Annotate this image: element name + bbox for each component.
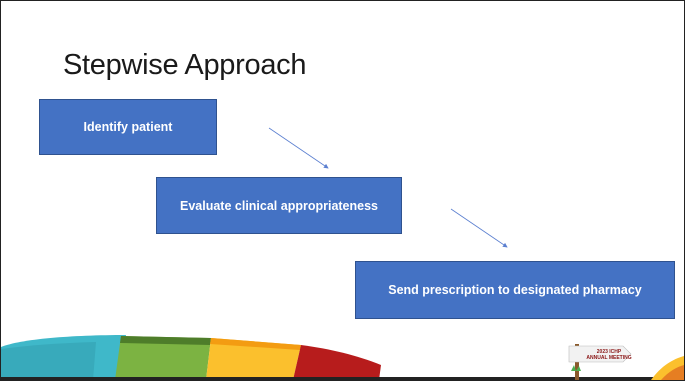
footer-band-red bbox=[293, 345, 381, 380]
logo-line-1: 2023 ICHP bbox=[596, 349, 622, 355]
annual-meeting-logo: 2023 ICHP ANNUAL MEETING bbox=[583, 349, 635, 361]
step-box-evaluate-appropriateness: Evaluate clinical appropriateness bbox=[156, 177, 402, 234]
arrow-step2-to-step3 bbox=[450, 208, 508, 248]
footer-decoration bbox=[1, 335, 684, 380]
footer-right-swoosh-orange bbox=[661, 365, 684, 380]
step-label: Send prescription to designated pharmacy bbox=[388, 283, 642, 297]
step-label: Evaluate clinical appropriateness bbox=[180, 198, 378, 213]
arrow-step1-to-step2 bbox=[268, 127, 329, 169]
footer-band-green bbox=[115, 336, 211, 380]
step-label: Identify patient bbox=[83, 120, 173, 134]
footer-band-teal bbox=[1, 335, 126, 380]
step-box-send-prescription: Send prescription to designated pharmacy bbox=[355, 261, 675, 319]
footer-band-black-edge bbox=[1, 377, 684, 380]
footer-band-teal-dark bbox=[1, 342, 96, 380]
slide-title: Stepwise Approach bbox=[63, 49, 307, 81]
logo-line-2: ANNUAL MEETING bbox=[586, 354, 632, 361]
step-box-identify-patient: Identify patient bbox=[39, 99, 217, 155]
signpost-icon bbox=[568, 344, 632, 380]
footer-band-green-dark bbox=[120, 336, 211, 345]
footer-band-yellow bbox=[206, 338, 301, 380]
footer-band-yellow-dark bbox=[210, 338, 301, 350]
